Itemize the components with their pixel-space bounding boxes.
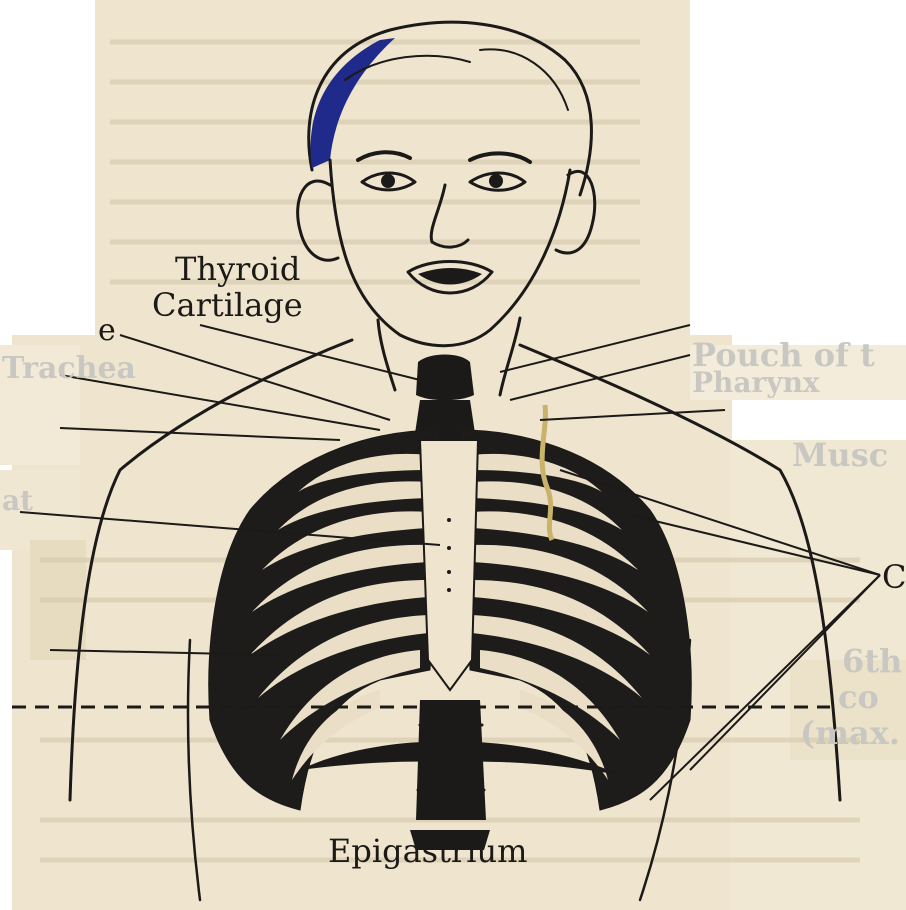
label-sixth: 6th	[842, 642, 902, 680]
label-left-fragment-e: e	[98, 313, 116, 348]
label-left-fragment-at: at	[2, 484, 33, 517]
label-max: (max.	[800, 714, 900, 752]
label-muscle: Musc	[792, 436, 888, 474]
label-right-fragment-c: C	[882, 558, 906, 596]
label-trachea: Trachea	[2, 351, 136, 386]
label-co: co	[838, 678, 879, 716]
label-pouch-line2: Pharynx	[692, 366, 820, 399]
label-thyroid-line2: Cartilage	[152, 286, 303, 324]
label-epigastrium: Epigastrium	[328, 832, 527, 870]
spine-lower	[416, 700, 486, 820]
label-thyroid-line1: Thyroid	[175, 250, 300, 288]
sternum	[420, 440, 478, 690]
rib-cage	[209, 430, 691, 850]
